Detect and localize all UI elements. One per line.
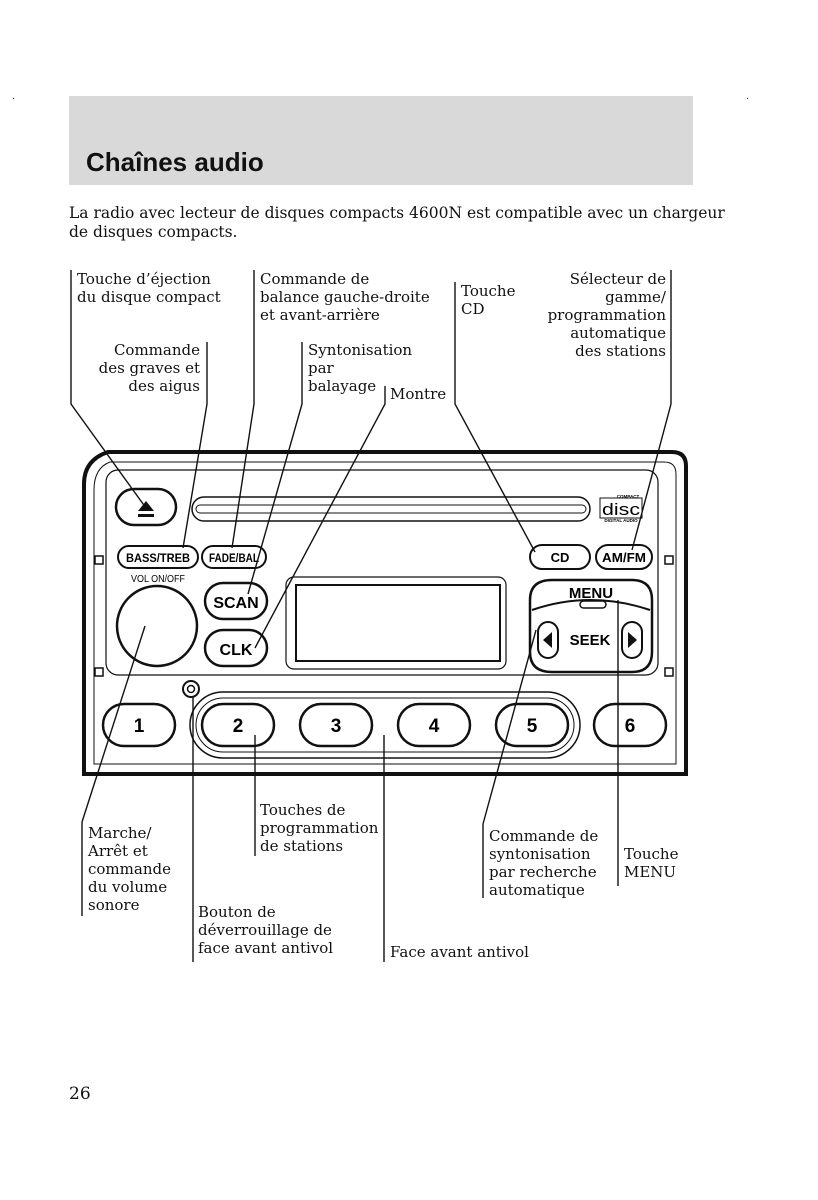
callout-line: automatique xyxy=(570,324,666,342)
volume-knob[interactable] xyxy=(115,584,199,668)
callout-line: commande xyxy=(88,860,171,878)
vol-label: VOL ON/OFF xyxy=(131,574,185,585)
preset-label: 5 xyxy=(527,716,538,737)
callout-line: Touche d’éjection xyxy=(77,270,211,288)
preset-button-5[interactable] xyxy=(494,702,570,748)
callout-line: Marche/ xyxy=(88,824,152,842)
callout-line: balayage xyxy=(308,377,377,395)
callout-clock: Montre xyxy=(390,385,446,403)
corner-mark-left: . xyxy=(12,91,16,102)
callout-line: des graves et xyxy=(98,359,200,377)
callout-line: Bouton de xyxy=(198,903,276,921)
callout-line: sonore xyxy=(88,896,140,914)
display-window xyxy=(295,584,501,662)
callout-line: balance gauche-droite xyxy=(260,288,430,306)
callout-unlock: Bouton de déverrouillage de face avant a… xyxy=(198,903,333,957)
callout-line: de stations xyxy=(260,837,344,855)
leader-lines xyxy=(70,270,672,962)
callout-line: Sélecteur de xyxy=(569,270,666,288)
callout-line: déverrouillage de xyxy=(198,921,332,939)
cd-label: CD xyxy=(551,550,570,565)
bass-treb-label: BASS/TREB xyxy=(126,553,190,565)
callout-faceplate: Face avant antivol xyxy=(390,943,529,961)
amfm-button[interactable] xyxy=(595,544,653,570)
callout-line: syntonisation xyxy=(489,845,591,863)
logo-top-text: COMPACT xyxy=(617,494,640,499)
callout-line: Commande de xyxy=(260,270,370,288)
callout-seek: Commande de syntonisation par recherche … xyxy=(489,827,598,899)
callout-line: Syntonisation xyxy=(308,341,413,359)
callout-band: Sélecteur de gamme/ programmation automa… xyxy=(548,270,666,360)
callout-line: Face avant antivol xyxy=(390,943,529,961)
clk-label: CLK xyxy=(220,642,253,659)
callout-line: CD xyxy=(461,300,485,318)
callout-line: automatique xyxy=(489,881,585,899)
callout-eject: Touche d’éjection du disque compact xyxy=(77,270,221,306)
intro-line: La radio avec lecteur de disques compact… xyxy=(69,204,725,222)
callout-scan: Syntonisation par balayage xyxy=(308,341,412,395)
callout-bass: Commande des graves et des aigus xyxy=(99,341,200,395)
fade-bal-label: FADE/BAL xyxy=(209,553,259,565)
fade-bal-button[interactable] xyxy=(201,545,267,569)
callout-line: et avant-arrière xyxy=(260,306,380,324)
callout-line: Touches de xyxy=(260,801,346,819)
callout-line: Touche xyxy=(624,845,679,863)
cd-slot xyxy=(191,496,591,522)
amfm-label: AM/FM xyxy=(602,550,646,565)
clk-button[interactable] xyxy=(203,628,269,668)
preset-label: 3 xyxy=(331,716,342,737)
callout-line: Commande de xyxy=(489,827,599,845)
preset-label: 6 xyxy=(625,716,636,737)
preset-button-1[interactable] xyxy=(101,702,177,748)
preset-button-6[interactable] xyxy=(592,702,668,748)
preset-button-4[interactable] xyxy=(396,702,472,748)
cd-button[interactable] xyxy=(529,544,591,570)
display-bezel xyxy=(285,576,507,670)
seek-label: SEEK xyxy=(570,632,611,649)
callout-line: face avant antivol xyxy=(198,939,334,957)
logo-main-text: disc xyxy=(602,500,641,519)
preset-button-3[interactable] xyxy=(298,702,374,748)
compact-disc-logo xyxy=(599,497,643,519)
callout-line: Montre xyxy=(390,385,447,403)
callout-line: gamme/ xyxy=(605,288,666,306)
callout-line: du volume xyxy=(88,878,168,896)
callout-line: des aigus xyxy=(128,377,200,395)
page-title: Chaînes audio xyxy=(86,147,264,177)
logo-bottom-text: DIGITAL AUDIO xyxy=(604,518,638,523)
callout-line: programmation xyxy=(547,306,666,324)
callout-menu: Touche MENU xyxy=(624,845,678,881)
corner-mark-right: . xyxy=(746,91,750,102)
preset-label: 4 xyxy=(429,716,440,737)
callout-line: MENU xyxy=(624,863,677,881)
callout-cd: Touche CD xyxy=(461,282,515,318)
upper-panel xyxy=(105,469,659,676)
callout-line: Touche xyxy=(461,282,516,300)
callout-line: par recherche xyxy=(489,863,597,881)
callout-line: Arrêt et xyxy=(88,842,148,860)
callout-power: Marche/ Arrêt et commande du volume sono… xyxy=(88,824,171,914)
menu-seek-control[interactable] xyxy=(528,578,654,674)
section-header: Chaînes audio xyxy=(69,96,693,185)
menu-label: MENU xyxy=(569,585,613,602)
bass-treb-button[interactable] xyxy=(117,545,199,569)
callout-line: du disque compact xyxy=(77,288,221,306)
page-number: 26 xyxy=(69,1084,91,1104)
preset-bezel xyxy=(189,691,581,759)
callout-presets: Touches de programmation de stations xyxy=(260,801,378,855)
preset-label: 1 xyxy=(134,716,145,737)
preset-label: 2 xyxy=(233,716,244,737)
callout-line: des stations xyxy=(575,342,666,360)
callout-line: programmation xyxy=(260,819,379,837)
preset-button-2[interactable] xyxy=(200,702,276,748)
callout-balance: Commande de balance gauche-droite et ava… xyxy=(260,270,430,324)
scan-label: SCAN xyxy=(213,595,258,612)
callout-line: Commande xyxy=(113,341,200,359)
intro-line: de disques compacts. xyxy=(69,223,238,241)
intro-paragraph: La radio avec lecteur de disques compact… xyxy=(69,204,725,242)
callout-line: par xyxy=(308,359,334,377)
scan-button[interactable] xyxy=(203,581,269,621)
